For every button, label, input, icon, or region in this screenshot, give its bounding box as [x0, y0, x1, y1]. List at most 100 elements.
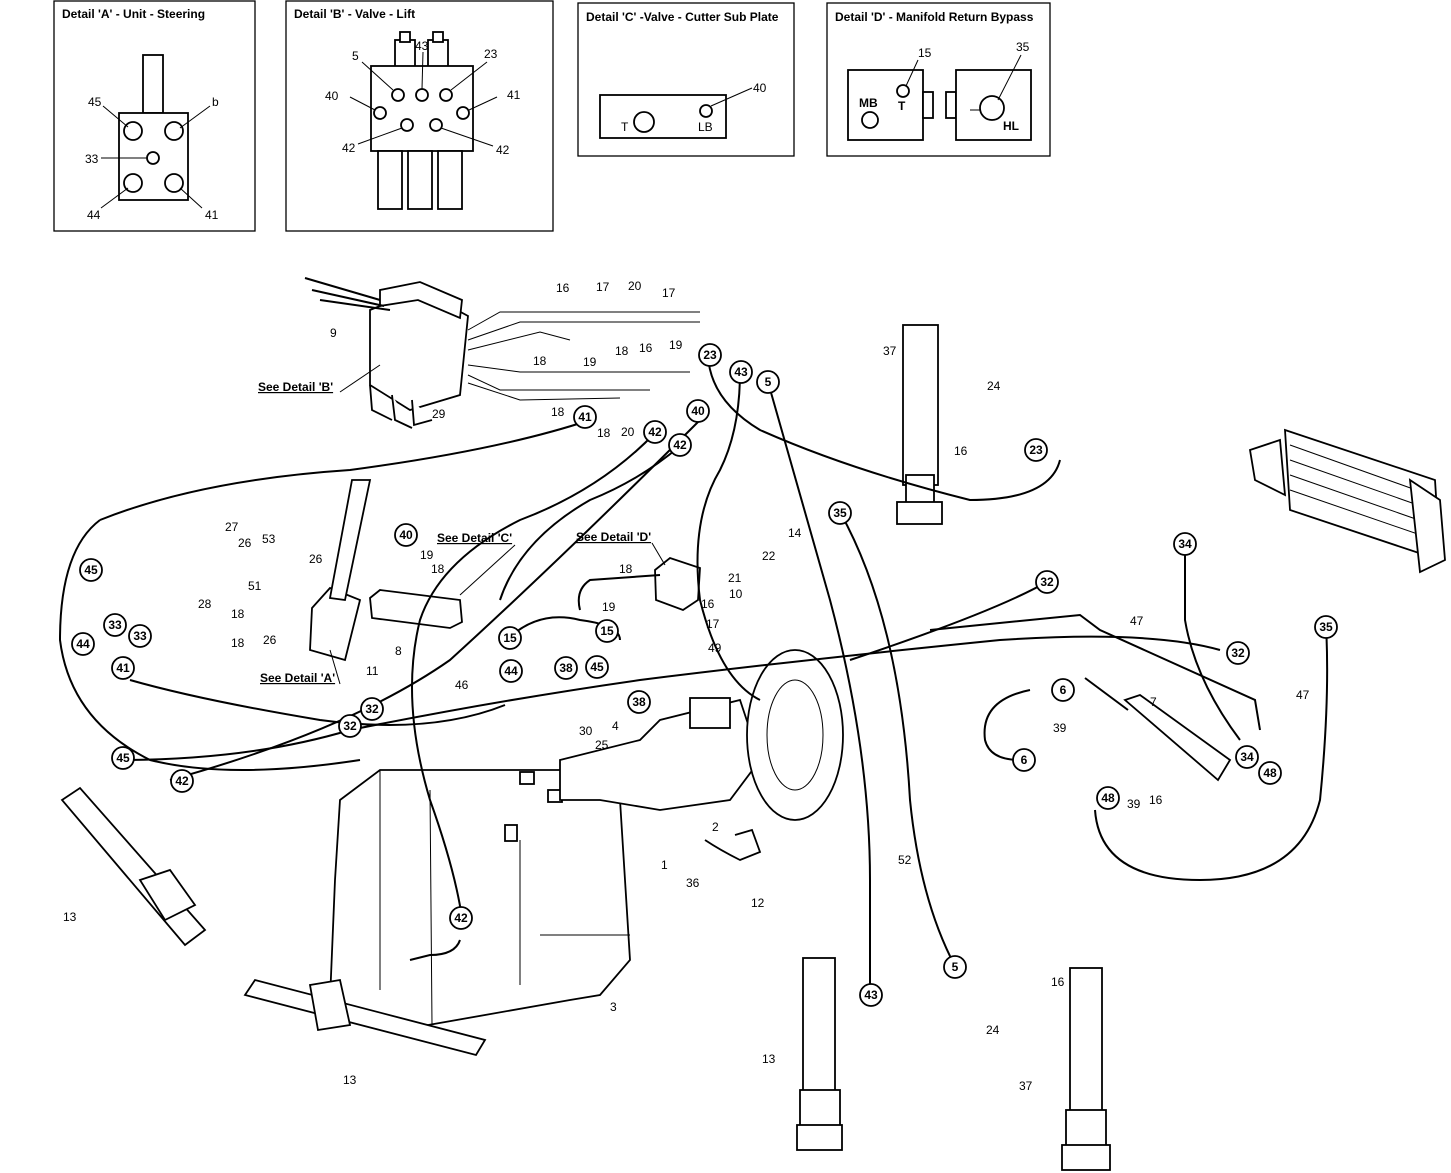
part-number-labels: 16 17 20 17 18 19 18 16 19 18 18 20 9 29… — [63, 279, 1310, 1093]
label-d-35: 35 — [1016, 40, 1030, 54]
svg-text:18: 18 — [231, 636, 245, 650]
callout-42-a: 42 — [643, 420, 667, 444]
lift-cylinder-13-bottom — [243, 978, 487, 1057]
callout-38-b: 38 — [627, 690, 651, 714]
svg-text:7: 7 — [1150, 695, 1157, 709]
label-b-23: 23 — [484, 47, 498, 61]
label-d-15: 15 — [918, 46, 932, 60]
svg-text:11: 11 — [366, 664, 379, 678]
callout-48-b: 48 — [1096, 786, 1120, 810]
label-a-45: 45 — [88, 95, 102, 109]
detail-c-box: Detail 'C' -Valve - Cutter Sub Plate 40 … — [577, 2, 795, 157]
see-detail-a: See Detail 'A' — [260, 671, 335, 685]
svg-text:5: 5 — [952, 960, 959, 974]
svg-text:15: 15 — [600, 624, 614, 638]
steering-unit-assembly — [309, 586, 362, 662]
main-assembly — [60, 277, 1446, 1171]
svg-text:16: 16 — [701, 597, 715, 611]
svg-text:24: 24 — [986, 1023, 1000, 1037]
svg-text:45: 45 — [590, 660, 604, 674]
callout-23-b: 23 — [1024, 438, 1048, 462]
svg-text:49: 49 — [708, 641, 722, 655]
callout-40-a: 40 — [686, 399, 710, 423]
svg-text:41: 41 — [116, 661, 130, 675]
svg-text:13: 13 — [343, 1073, 357, 1087]
callout-6-a: 6 — [1051, 678, 1075, 702]
label-c-T: T — [621, 120, 629, 134]
svg-text:39: 39 — [1053, 721, 1067, 735]
svg-text:33: 33 — [108, 618, 122, 632]
see-detail-labels: See Detail 'B' See Detail 'A' See Detail… — [258, 364, 666, 685]
callout-32-b: 32 — [338, 714, 362, 738]
svg-text:35: 35 — [1319, 620, 1333, 634]
svg-text:41: 41 — [578, 410, 592, 424]
see-detail-d: See Detail 'D' — [576, 530, 651, 544]
see-detail-c: See Detail 'C' — [437, 531, 512, 545]
callout-44-b: 44 — [499, 659, 523, 683]
svg-text:39: 39 — [1127, 797, 1141, 811]
svg-text:42: 42 — [454, 911, 468, 925]
callout-34-b: 34 — [1235, 745, 1259, 769]
svg-text:37: 37 — [883, 344, 897, 358]
svg-text:22: 22 — [762, 549, 776, 563]
callout-15-a: 15 — [498, 626, 522, 650]
svg-text:16: 16 — [954, 444, 968, 458]
detail-c-title: Detail 'C' -Valve - Cutter Sub Plate — [586, 10, 779, 24]
label-d-T: T — [898, 99, 906, 113]
lift-cylinder-13-left — [60, 786, 207, 947]
svg-text:38: 38 — [632, 695, 646, 709]
callout-41-a: 41 — [573, 405, 597, 429]
detail-a-title: Detail 'A' - Unit - Steering — [62, 7, 205, 21]
steering-cylinder — [1123, 694, 1232, 782]
callout-41-b: 41 — [111, 656, 135, 680]
svg-text:20: 20 — [628, 279, 642, 293]
label-c-LB: LB — [698, 120, 713, 134]
svg-text:17: 17 — [662, 286, 676, 300]
svg-text:21: 21 — [728, 571, 742, 585]
label-b-43: 43 — [415, 39, 429, 53]
lift-cylinder-13-center — [802, 957, 836, 1099]
circle-callouts: 23 43 5 41 42 42 40 23 35 34 35 45 33 33… — [71, 343, 1338, 1007]
callout-5-b: 5 — [943, 955, 967, 979]
callout-32-a: 32 — [360, 697, 384, 721]
detail-b-box: Detail 'B' - Valve - Lift 43 5 23 40 41 … — [285, 0, 554, 232]
manifold-block — [847, 69, 924, 141]
svg-text:17: 17 — [706, 617, 720, 631]
svg-text:46: 46 — [455, 678, 469, 692]
svg-text:45: 45 — [116, 751, 130, 765]
callout-38-a: 38 — [554, 656, 578, 680]
svg-text:17: 17 — [596, 280, 610, 294]
svg-text:26: 26 — [263, 633, 277, 647]
svg-text:34: 34 — [1178, 537, 1192, 551]
callout-23-a: 23 — [698, 343, 722, 367]
lift-cylinder-37-bottom — [1069, 967, 1103, 1119]
svg-text:6: 6 — [1021, 753, 1028, 767]
callout-35-b: 35 — [1314, 615, 1338, 639]
callout-40-b: 40 — [394, 523, 418, 547]
svg-text:16: 16 — [556, 281, 570, 295]
svg-text:28: 28 — [198, 597, 212, 611]
detail-b-title: Detail 'B' - Valve - Lift — [294, 7, 415, 21]
svg-text:32: 32 — [365, 702, 379, 716]
svg-text:24: 24 — [987, 379, 1001, 393]
svg-text:13: 13 — [762, 1052, 776, 1066]
svg-text:43: 43 — [864, 988, 878, 1002]
svg-text:3: 3 — [610, 1000, 617, 1014]
label-a-41: 41 — [205, 208, 219, 222]
svg-text:44: 44 — [76, 637, 90, 651]
svg-text:4: 4 — [612, 719, 619, 733]
callout-33-a: 33 — [103, 613, 127, 637]
svg-text:44: 44 — [504, 664, 518, 678]
svg-text:29: 29 — [432, 407, 446, 421]
svg-text:16: 16 — [1149, 793, 1163, 807]
callout-5-a: 5 — [756, 370, 780, 394]
svg-text:48: 48 — [1263, 766, 1277, 780]
svg-text:23: 23 — [703, 348, 717, 362]
svg-text:25: 25 — [595, 738, 609, 752]
callout-32-d: 32 — [1226, 641, 1250, 665]
callout-15-b: 15 — [595, 619, 619, 643]
callout-33-b: 33 — [128, 624, 152, 648]
label-d-HL: HL — [1003, 119, 1019, 133]
svg-text:19: 19 — [420, 548, 434, 562]
svg-text:27: 27 — [225, 520, 239, 534]
